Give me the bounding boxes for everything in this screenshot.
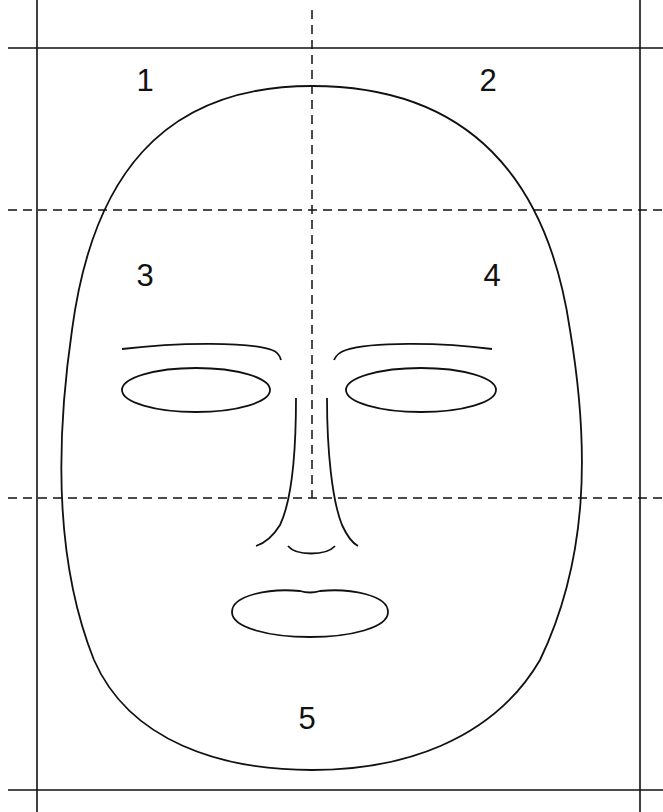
frame-line bbox=[639, 0, 641, 812]
frame-line bbox=[36, 0, 38, 812]
eyebrow bbox=[122, 344, 281, 360]
eye bbox=[122, 368, 270, 412]
nose-line bbox=[256, 398, 296, 546]
grid-dashed-line bbox=[8, 209, 663, 211]
face-outline bbox=[61, 86, 582, 770]
eye bbox=[346, 368, 496, 412]
callout-number: 5 bbox=[296, 703, 317, 734]
frame-line bbox=[8, 47, 663, 49]
callout-number: 4 bbox=[481, 260, 502, 291]
mouth bbox=[232, 590, 388, 637]
nose-line bbox=[327, 398, 358, 546]
callout-number: 1 bbox=[134, 65, 155, 96]
callout-number: 3 bbox=[134, 260, 155, 291]
grid-dashed-line bbox=[311, 10, 313, 498]
nostril bbox=[288, 546, 335, 554]
callout-number: 2 bbox=[477, 65, 498, 96]
frame-line bbox=[8, 789, 663, 791]
eyebrow bbox=[334, 344, 492, 360]
